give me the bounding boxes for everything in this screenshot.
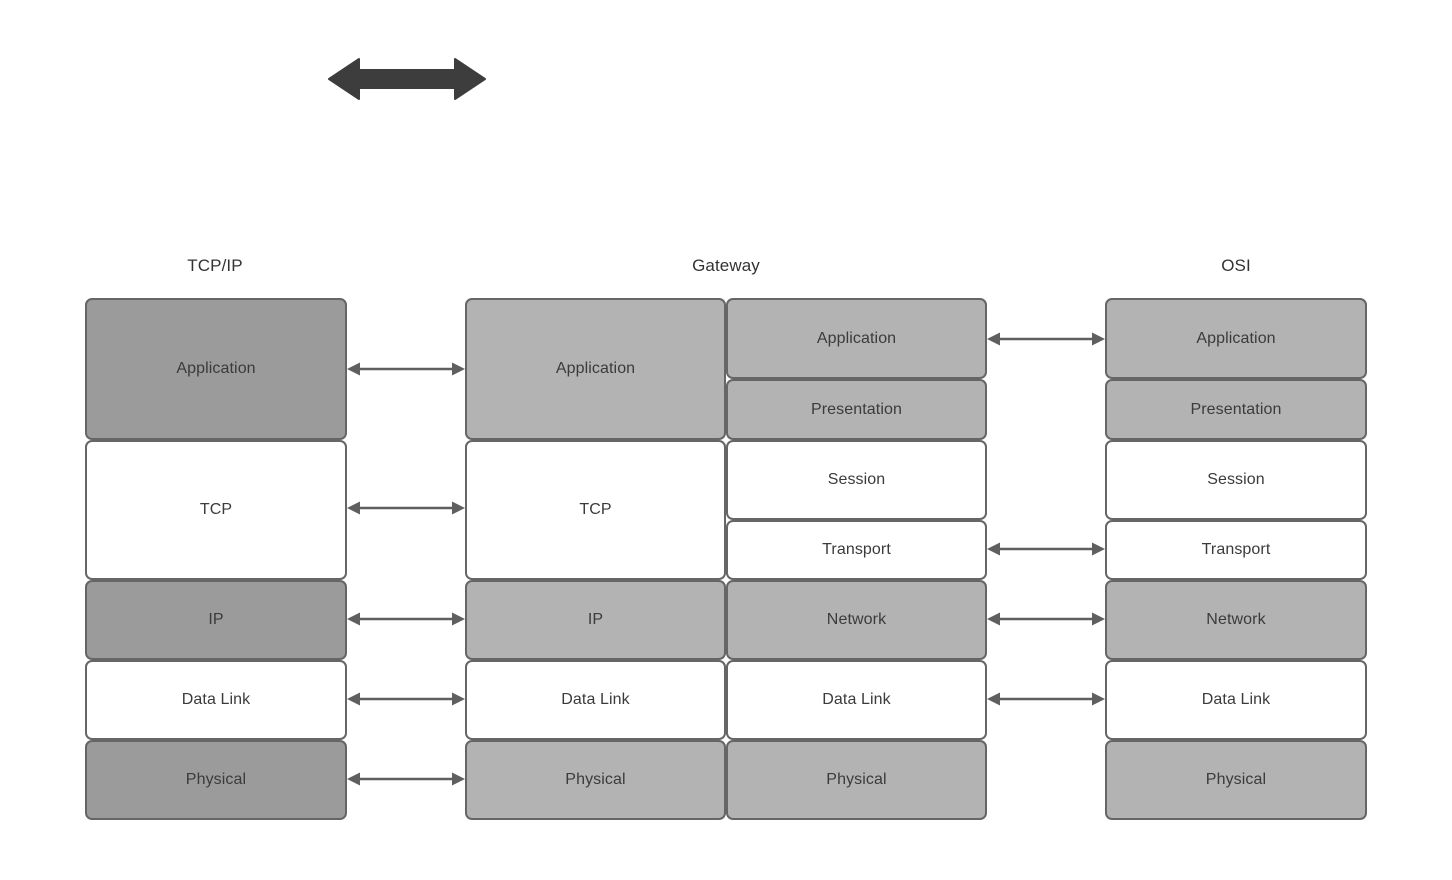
gateway-right-layer-network: Network [726, 580, 987, 660]
layer-label: Session [1207, 471, 1265, 488]
layer-label: Presentation [810, 400, 903, 418]
gateway-right-layer-presentation: Presentation [726, 379, 987, 440]
layer-label: Data Link [561, 691, 630, 708]
layer-label: TCP [579, 501, 612, 518]
layer-label: Physical [826, 771, 887, 788]
gateway-left-layer-ip: IP [465, 580, 726, 660]
tcpip-layer-data-link: Data Link [85, 660, 347, 740]
tcpip-layer-tcp: TCP [85, 440, 347, 580]
column-title-osi: OSI [1221, 256, 1251, 275]
osi-layer-transport: Transport [1105, 520, 1367, 580]
layer-label: Transport [1201, 541, 1271, 558]
layer-label: TCP [199, 501, 233, 518]
gateway-right-layer-physical: Physical [726, 740, 987, 820]
tcpip-layer-physical: Physical [85, 740, 347, 820]
gateway-left-layer-physical: Physical [465, 740, 726, 820]
gateway-left-layer-application: Application [465, 298, 726, 440]
osi-layer-network: Network [1105, 580, 1367, 660]
connector-left-data-link-data-link-3 [347, 688, 465, 710]
osi-layer-presentation: Presentation [1105, 379, 1367, 440]
connector-right-data-link-data-link-3 [987, 688, 1105, 710]
layer-label: IP [208, 611, 224, 628]
layer-label: Physical [185, 771, 247, 788]
gateway-right-layer-session: Session [726, 440, 987, 520]
connector-right-transport-transport-1 [987, 538, 1105, 560]
layer-label: IP [587, 611, 604, 628]
layer-label: Transport [822, 541, 891, 558]
layer-label: Application [176, 360, 256, 377]
osi-layer-data-link: Data Link [1105, 660, 1367, 740]
gateway-right-layer-transport: Transport [726, 520, 987, 580]
osi-layer-application: Application [1105, 298, 1367, 379]
connector-right-application-application-0 [987, 328, 1105, 350]
osi-layer-physical: Physical [1105, 740, 1367, 820]
layer-label: Physical [565, 771, 626, 788]
tcpip-layer-ip: IP [85, 580, 347, 660]
gateway-left-layer-tcp: TCP [465, 440, 726, 580]
layer-label: Network [826, 611, 887, 628]
connector-left-physical-physical-4 [347, 768, 465, 790]
gateway-left-layer-data-link: Data Link [465, 660, 726, 740]
layer-label: Network [1206, 611, 1266, 628]
connector-left-application-application-0 [347, 358, 465, 380]
connector-right-network-network-2 [987, 608, 1105, 630]
gateway-right-layer-data-link: Data Link [726, 660, 987, 740]
column-title-tcpip: TCP/IP [187, 256, 243, 275]
connector-left-ip-ip-2 [347, 608, 465, 630]
layer-label: Data Link [1201, 691, 1271, 708]
connector-left-tcp-tcp-1 [347, 497, 465, 519]
layer-label: Data Link [822, 691, 891, 708]
osi-layer-session: Session [1105, 440, 1367, 520]
layer-label: Data Link [181, 691, 251, 708]
layer-label: Presentation [1190, 400, 1282, 418]
layer-label: Application [816, 329, 897, 347]
layer-label: Physical [1205, 771, 1267, 788]
double-headed-arrow [327, 55, 487, 103]
gateway-right-layer-application: Application [726, 298, 987, 379]
column-title-gateway: Gateway [692, 256, 760, 275]
layer-label: Session [827, 471, 886, 488]
layer-label: Application [1196, 329, 1276, 347]
tcpip-layer-application: Application [85, 298, 347, 440]
layer-label: Application [555, 360, 636, 377]
